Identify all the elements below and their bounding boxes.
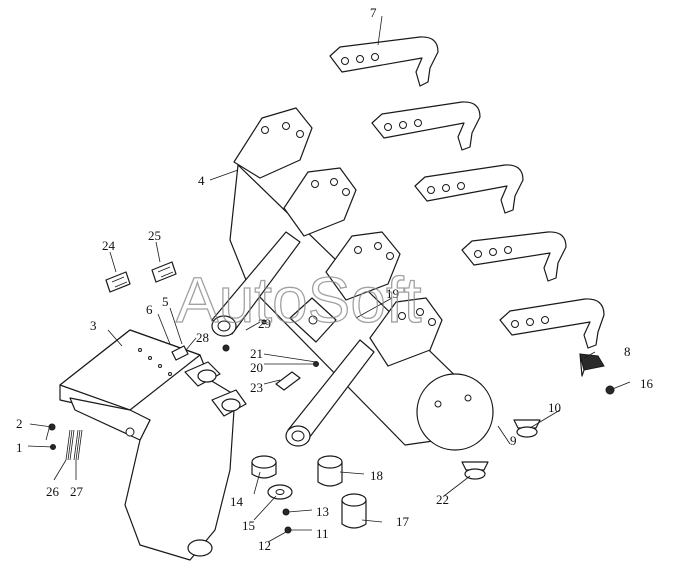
callout-22: 22 bbox=[436, 492, 449, 507]
block-24 bbox=[105, 271, 131, 293]
pin-23 bbox=[275, 371, 301, 391]
upper-arm bbox=[211, 231, 301, 337]
callout-13: 13 bbox=[316, 504, 329, 519]
pin-28 bbox=[171, 345, 189, 361]
bushing-14 bbox=[251, 455, 277, 479]
callout-29: 29 bbox=[258, 316, 271, 331]
lower-arm bbox=[285, 339, 375, 447]
tine-bracket-3 bbox=[414, 164, 524, 214]
callout-23: 23 bbox=[250, 380, 263, 395]
tooth-8 bbox=[579, 353, 605, 377]
callout-28: 28 bbox=[196, 330, 209, 345]
roller-10 bbox=[513, 419, 541, 438]
callout-25: 25 bbox=[148, 228, 161, 243]
tine-bracket-5 bbox=[499, 298, 605, 349]
tine-bracket-top bbox=[329, 36, 439, 87]
callout-12: 12 bbox=[258, 538, 271, 553]
callout-20: 20 bbox=[250, 360, 263, 375]
callout-3: 3 bbox=[90, 318, 97, 333]
callout-27: 27 bbox=[70, 484, 84, 499]
springs bbox=[65, 429, 83, 461]
roller-22 bbox=[461, 461, 489, 480]
bolts-and-nuts bbox=[48, 319, 615, 534]
callout-1: 1 bbox=[16, 440, 23, 455]
tine-bracket-4 bbox=[461, 231, 567, 282]
bushing-17 bbox=[341, 493, 367, 529]
callout-17: 17 bbox=[396, 514, 410, 529]
callout-6: 6 bbox=[146, 302, 153, 317]
callout-21: 21 bbox=[250, 346, 263, 361]
callout-18: 18 bbox=[370, 468, 383, 483]
callout-9: 9 bbox=[510, 433, 517, 448]
watermark: AutoSoft bbox=[176, 264, 422, 336]
washer-15 bbox=[267, 484, 293, 500]
callout-19: 19 bbox=[386, 286, 399, 301]
callout-16: 16 bbox=[640, 376, 654, 391]
callouts: 1 2 3 4 5 6 7 8 9 10 11 12 13 14 15 16 1… bbox=[16, 5, 654, 553]
callout-15: 15 bbox=[242, 518, 255, 533]
callout-5: 5 bbox=[162, 294, 169, 309]
callout-14: 14 bbox=[230, 494, 244, 509]
callout-4: 4 bbox=[198, 173, 205, 188]
callout-2: 2 bbox=[16, 416, 23, 431]
bushing-18 bbox=[317, 455, 343, 487]
frame bbox=[59, 329, 247, 561]
leader-lines bbox=[27, 15, 631, 543]
callout-11: 11 bbox=[316, 526, 329, 541]
arm-link-plate bbox=[289, 297, 337, 343]
callout-26: 26 bbox=[46, 484, 60, 499]
callout-10: 10 bbox=[548, 400, 561, 415]
tine-bracket-2 bbox=[371, 101, 481, 151]
callout-24: 24 bbox=[102, 238, 116, 253]
callout-7: 7 bbox=[370, 5, 377, 20]
callout-8: 8 bbox=[624, 344, 631, 359]
block-25 bbox=[151, 261, 177, 283]
